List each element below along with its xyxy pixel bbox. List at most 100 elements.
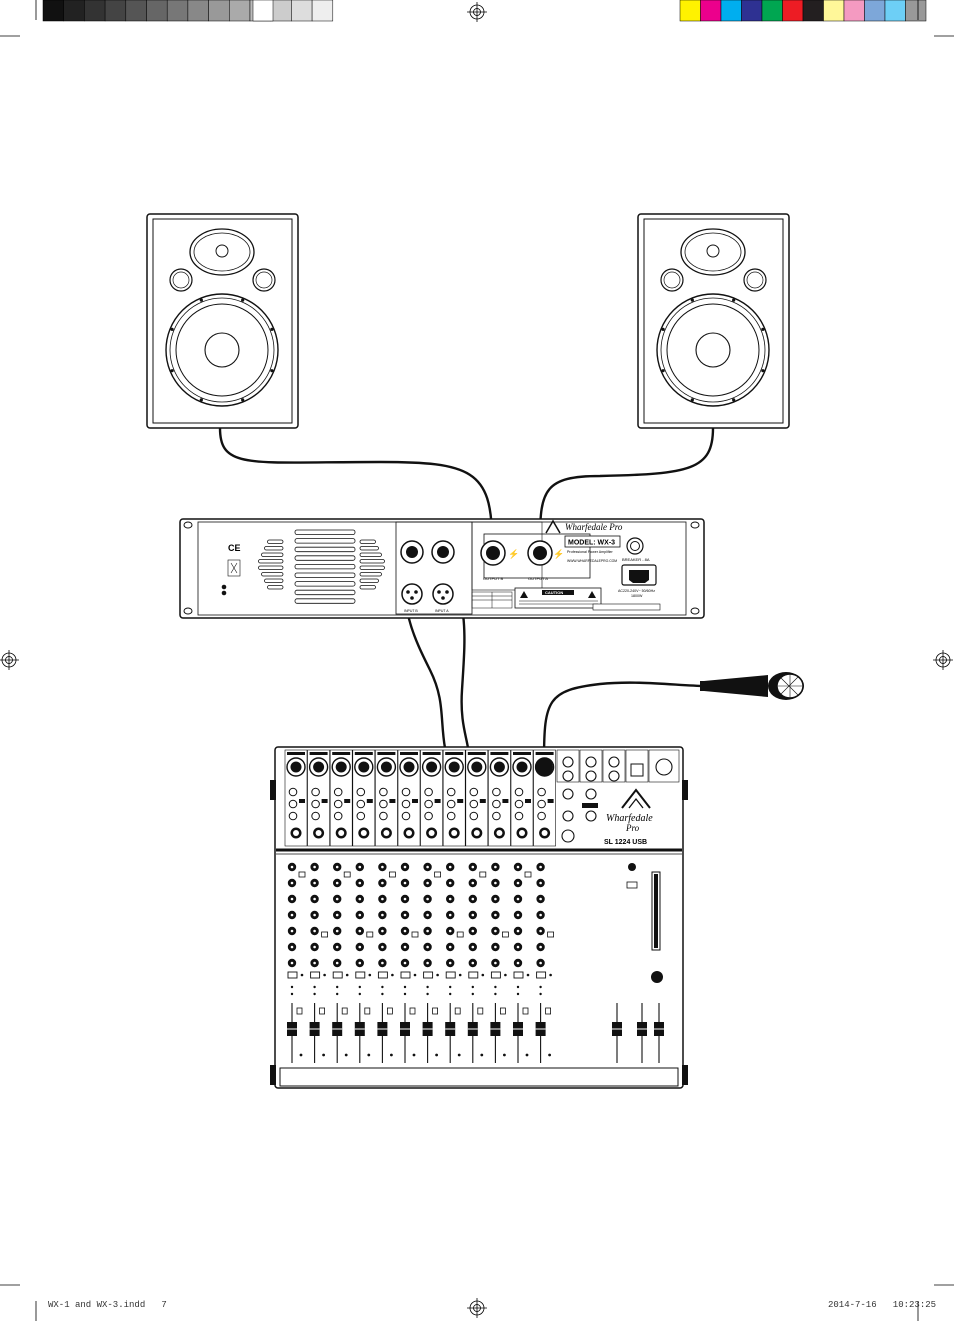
channel-led bbox=[411, 931, 419, 938]
amp-model-label: MODEL: WX-3 bbox=[568, 540, 615, 547]
channel-label-band bbox=[445, 752, 464, 755]
horn-inner bbox=[193, 232, 251, 272]
speaker-cables bbox=[218, 427, 715, 541]
channel-knob-cap bbox=[426, 929, 429, 933]
mute-button bbox=[513, 971, 524, 979]
woofer-surround bbox=[169, 297, 275, 403]
gain-knob-cap bbox=[473, 830, 480, 836]
line-jack bbox=[379, 787, 388, 797]
gain-knob-cap bbox=[496, 830, 503, 836]
serial-number-plate bbox=[592, 603, 661, 611]
gray-swatch bbox=[146, 0, 168, 22]
channel-led bbox=[501, 931, 509, 938]
gray-swatch bbox=[104, 0, 127, 22]
insert-switch bbox=[525, 799, 531, 803]
channel-knob-cap bbox=[494, 865, 497, 869]
speaker-cable-left bbox=[218, 427, 494, 541]
vent-slot-right bbox=[359, 578, 379, 583]
solo-led bbox=[539, 985, 542, 989]
peak-led bbox=[413, 973, 417, 977]
woofer-dustcap bbox=[695, 332, 731, 368]
channel-select-led bbox=[435, 1053, 438, 1057]
solo-led bbox=[449, 985, 452, 989]
woofer-screw bbox=[690, 398, 694, 402]
channel-knob-cap bbox=[448, 865, 452, 869]
channel-knob-cap bbox=[335, 945, 339, 949]
line-jack bbox=[356, 799, 366, 809]
channel-knob-cap bbox=[358, 961, 362, 965]
line-jack bbox=[469, 811, 479, 821]
channel-knob-cap bbox=[471, 881, 475, 885]
line-jack bbox=[379, 811, 388, 821]
ce-mark: CE bbox=[228, 543, 241, 553]
line-jack bbox=[401, 811, 411, 821]
color-swatch bbox=[843, 0, 865, 22]
xlr-input-core bbox=[516, 761, 528, 773]
channel-label-band bbox=[309, 752, 328, 755]
channel-select-led bbox=[344, 1053, 348, 1057]
line-jack bbox=[424, 799, 433, 809]
vent-slot-left bbox=[267, 539, 284, 544]
channel-knob-cap bbox=[313, 865, 316, 869]
channel-label-band bbox=[354, 752, 373, 755]
woofer-screw bbox=[732, 398, 736, 402]
mute-button bbox=[287, 971, 298, 979]
channel-knob-cap bbox=[335, 865, 339, 869]
line-jack bbox=[333, 787, 343, 797]
gain-knob-cap bbox=[541, 830, 548, 836]
mixer-brand: Wharfedale bbox=[606, 813, 653, 824]
peak-led bbox=[345, 973, 349, 977]
vent-slot-left bbox=[261, 572, 284, 577]
peak-led bbox=[458, 973, 462, 977]
channel-knob-cap bbox=[471, 913, 475, 917]
insert-switch bbox=[321, 799, 328, 803]
channel-knob-cap bbox=[539, 945, 542, 949]
channel-knob-cap bbox=[471, 945, 475, 949]
channel-knob-cap bbox=[290, 865, 294, 869]
breaker-reset-button[interactable] bbox=[626, 537, 644, 555]
channel-knob-cap bbox=[448, 897, 452, 901]
channel-led bbox=[343, 871, 351, 878]
process-color-bar bbox=[679, 0, 927, 22]
line-jack bbox=[469, 787, 479, 797]
solo-led-2 bbox=[449, 992, 452, 996]
channel-knob-cap bbox=[290, 913, 294, 917]
caution-label: CAUTION bbox=[545, 590, 563, 595]
woofer-screw bbox=[270, 327, 274, 331]
ventilation-grille bbox=[258, 529, 385, 604]
channel-knob-cap bbox=[290, 961, 294, 965]
solo-led-2 bbox=[539, 992, 542, 996]
gain-knob-cap bbox=[383, 830, 390, 836]
line-jack bbox=[492, 799, 501, 809]
channel-knob-cap bbox=[539, 913, 542, 917]
pfl-button bbox=[386, 1007, 393, 1015]
horn-inner bbox=[684, 232, 742, 272]
line-jack bbox=[333, 811, 343, 821]
mic-plug bbox=[535, 758, 553, 776]
line-jack bbox=[424, 811, 433, 821]
xlr-input-core bbox=[493, 761, 505, 773]
gain-knob-cap bbox=[315, 830, 322, 836]
channel-knob-cap bbox=[403, 881, 407, 885]
insert-switch bbox=[366, 799, 373, 803]
mute-button bbox=[423, 971, 434, 979]
caution-warning-panel: CAUTION bbox=[514, 587, 602, 609]
peak-led bbox=[300, 973, 304, 977]
high-voltage-icon: ⚡ bbox=[508, 548, 519, 560]
gain-knob-cap bbox=[360, 830, 367, 836]
channel-knob-cap bbox=[358, 865, 362, 869]
line-jack bbox=[356, 811, 366, 821]
channel-knob-cap bbox=[381, 897, 384, 901]
xlr-input-core bbox=[290, 761, 302, 773]
woofer-screw bbox=[732, 298, 736, 302]
mute-button bbox=[468, 971, 479, 979]
registration-mark-left bbox=[0, 650, 19, 670]
line-jack bbox=[537, 799, 546, 809]
channel-knob-cap bbox=[448, 881, 452, 885]
insert-switch bbox=[547, 799, 554, 803]
vent-slot-left bbox=[264, 578, 284, 583]
peak-led bbox=[549, 973, 552, 977]
vent-slot-right bbox=[359, 539, 376, 544]
mixer-master-section: Wharfedale Pro SL 1224 USB bbox=[556, 749, 680, 983]
gain-knob-cap bbox=[406, 830, 412, 836]
